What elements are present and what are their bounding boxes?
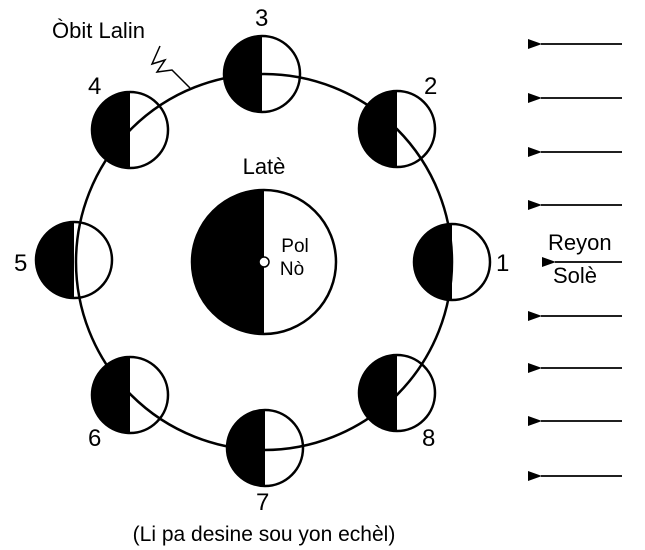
moon-6-outline xyxy=(90,355,170,435)
moon-number-5: 5 xyxy=(14,250,27,277)
moon-2-dark-half xyxy=(359,91,397,167)
north-pole-label-line2: Nò xyxy=(280,259,304,280)
moon-4-outline xyxy=(90,90,170,170)
moon-3-outline xyxy=(222,34,302,114)
moon-position-7 xyxy=(225,408,305,488)
scale-note: (Li pa desine sou yon echèl) xyxy=(133,523,396,546)
moon-number-1: 1 xyxy=(496,250,509,277)
moon-position-8 xyxy=(357,353,437,433)
moon-position-2 xyxy=(357,89,437,169)
earth-label: Latè xyxy=(243,154,286,179)
north-pole-marker xyxy=(258,256,270,268)
moon-1-outline xyxy=(412,222,492,302)
north-pole-label-line1: Pol xyxy=(281,236,308,257)
sunlight-label-line1: Reyon xyxy=(548,230,612,255)
moon-number-8: 8 xyxy=(422,425,435,452)
moon-3-dark-half xyxy=(224,36,262,112)
earth xyxy=(190,188,338,336)
moon-number-6: 6 xyxy=(88,425,101,452)
moon-4-dark-half xyxy=(92,92,130,168)
moon-position-4 xyxy=(90,90,170,170)
moon-5-dark-half xyxy=(36,222,74,298)
moon-number-4: 4 xyxy=(88,73,101,100)
orbit-label: Òbit Lalin xyxy=(52,18,145,43)
moon-1-dark-half xyxy=(414,224,452,300)
earth-dark-half xyxy=(192,190,264,334)
moon-2-outline xyxy=(357,89,437,169)
moon-number-3: 3 xyxy=(255,5,268,32)
sunlight-arrows xyxy=(528,39,622,481)
moon-position-6 xyxy=(90,355,170,435)
moon-8-dark-half xyxy=(359,355,397,431)
moon-6-dark-half xyxy=(92,357,130,433)
moon-5-outline xyxy=(34,220,114,300)
moon-number-2: 2 xyxy=(424,73,437,100)
moon-8-outline xyxy=(357,353,437,433)
earth-outline xyxy=(190,188,338,336)
moon-7-outline xyxy=(225,408,305,488)
moon-position-5 xyxy=(34,220,114,300)
sunlight-label-line2: Solè xyxy=(553,263,597,288)
moon-number-7: 7 xyxy=(256,489,269,516)
moon-7-dark-half xyxy=(227,410,265,486)
orbit-label-leader xyxy=(150,45,191,89)
moon-position-1 xyxy=(412,222,492,302)
moon-position-3 xyxy=(222,34,302,114)
